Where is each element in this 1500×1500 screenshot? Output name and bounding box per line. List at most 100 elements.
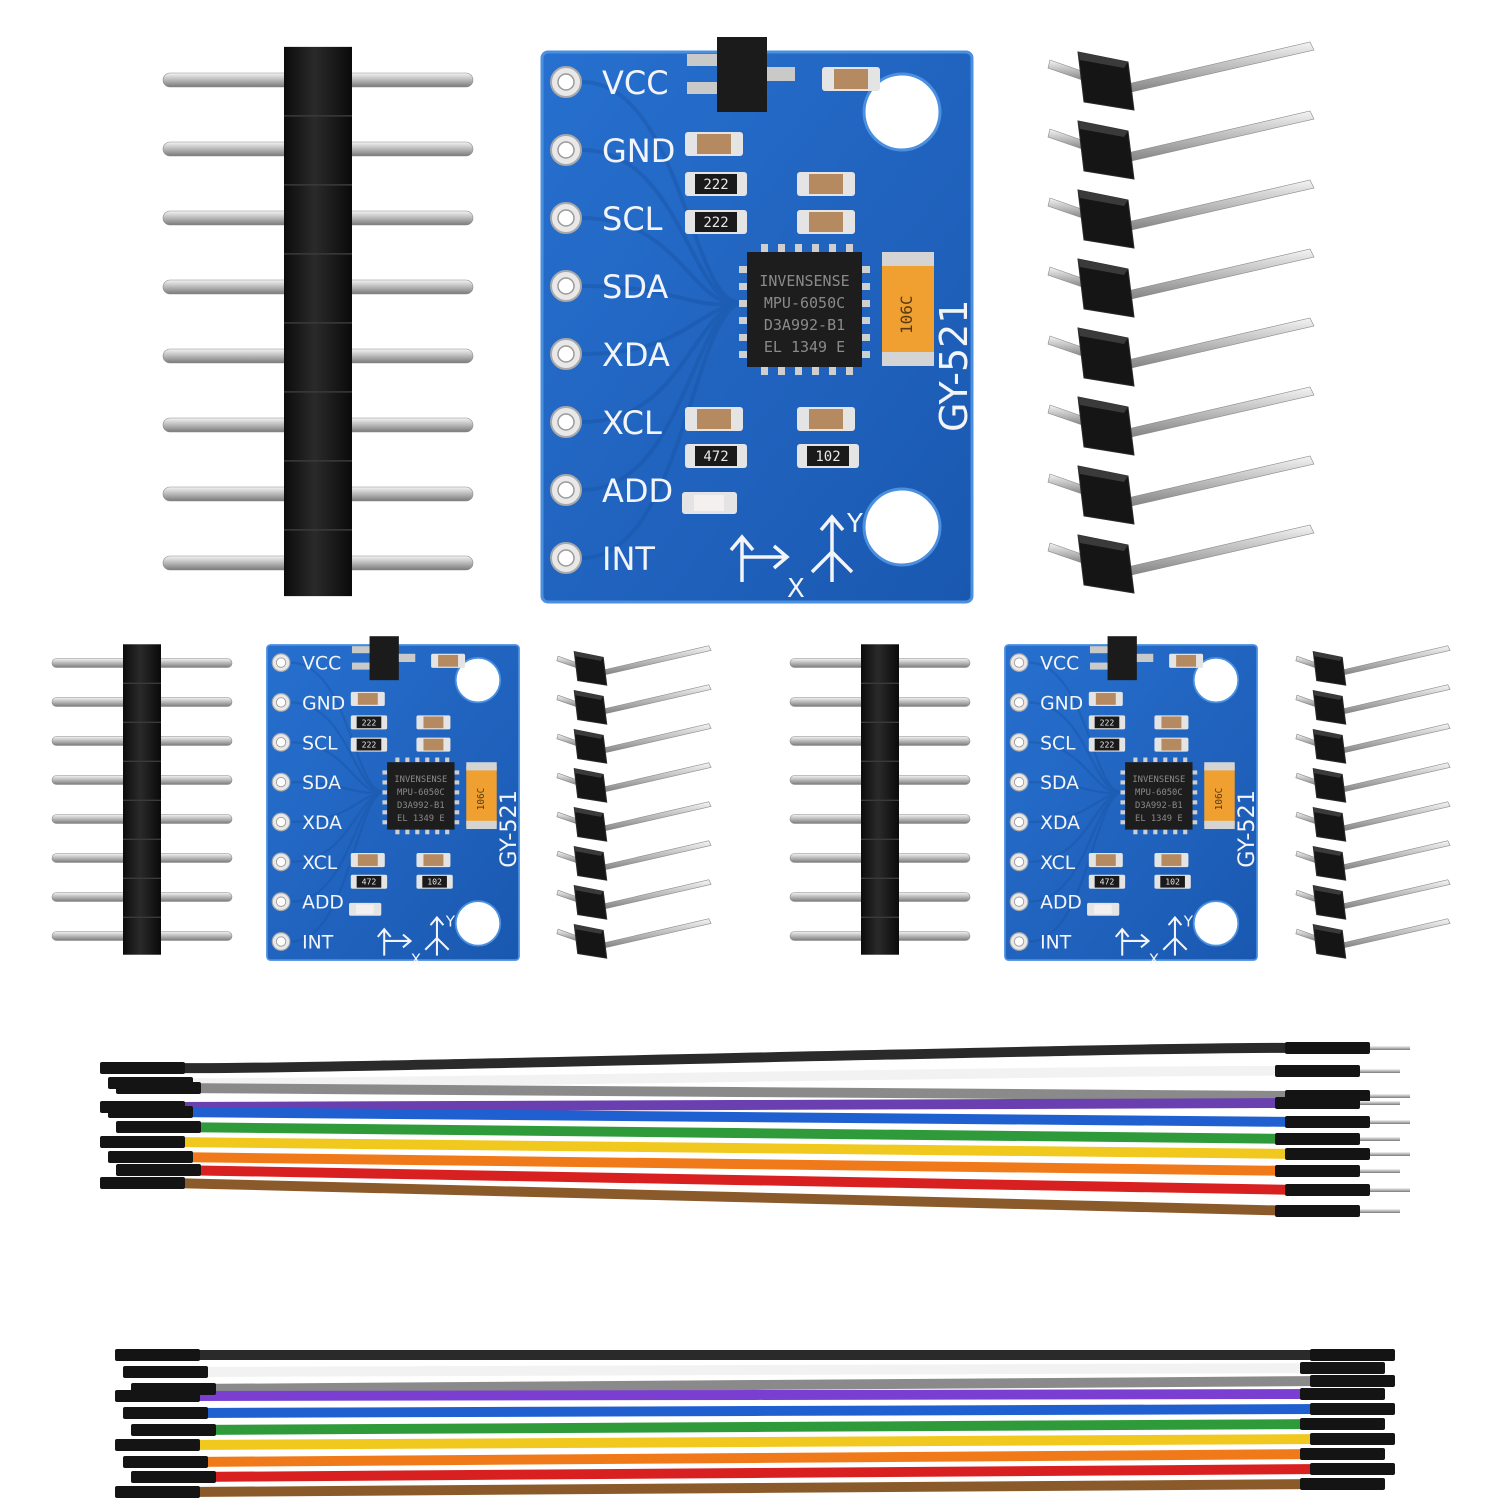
pin-label: XCL bbox=[602, 404, 662, 442]
header-pin-long bbox=[592, 684, 712, 717]
pin-label: XDA bbox=[602, 336, 670, 374]
ribbon-wire bbox=[180, 1433, 1330, 1451]
ribbon-wire bbox=[165, 1107, 1305, 1127]
tantalum-marking: 106C bbox=[1214, 788, 1225, 811]
jumper-wire-ribbon-male bbox=[100, 1041, 1410, 1218]
dupont-male-pin bbox=[1360, 1069, 1400, 1073]
dupont-housing bbox=[1310, 1402, 1395, 1416]
dupont-male-pin bbox=[1370, 1188, 1410, 1192]
resistor-code: 472 bbox=[703, 449, 728, 465]
dupont-housing bbox=[1300, 1447, 1385, 1461]
resistor-code: 222 bbox=[1100, 740, 1115, 750]
header-pin-long bbox=[1331, 645, 1451, 678]
header-plastic-body bbox=[861, 644, 899, 955]
header-pin-long bbox=[1109, 248, 1315, 304]
regulator bbox=[717, 37, 767, 112]
dupont-housing bbox=[115, 1348, 200, 1362]
dupont-housing bbox=[1275, 1064, 1360, 1078]
header-plastic-body bbox=[123, 644, 161, 955]
header-pin-long bbox=[592, 879, 712, 912]
dupont-male-pin bbox=[1370, 1152, 1410, 1156]
chip-marking: MPU-6050C bbox=[764, 294, 845, 312]
header-pin-long bbox=[592, 840, 712, 873]
header-pin-long bbox=[592, 723, 712, 756]
resistor-code: 222 bbox=[703, 177, 728, 193]
dupont-housing bbox=[108, 1150, 193, 1164]
model-label: GY-521 bbox=[932, 300, 976, 433]
axis-diagram bbox=[1114, 915, 1188, 956]
chip-marking: EL 1349 E bbox=[397, 814, 445, 824]
mpu6050-chip bbox=[747, 252, 862, 367]
dupont-housing bbox=[100, 1135, 185, 1149]
chip-marking: MPU-6050C bbox=[397, 788, 445, 798]
mounting-hole bbox=[862, 487, 942, 567]
header-pin-long bbox=[1331, 840, 1451, 873]
resistor-code: 102 bbox=[427, 877, 442, 887]
header-pin-long bbox=[592, 645, 712, 678]
chip-marking: EL 1349 E bbox=[764, 338, 845, 356]
ribbon-wire bbox=[165, 1065, 1305, 1089]
mounting-hole bbox=[454, 900, 502, 947]
pin-label: INT bbox=[1040, 933, 1072, 954]
dupont-housing bbox=[1310, 1432, 1395, 1446]
header-pin-long bbox=[592, 801, 712, 834]
dupont-male-pin bbox=[1360, 1101, 1400, 1105]
axis-y-label: Y bbox=[1183, 912, 1194, 930]
dupont-housing bbox=[1300, 1417, 1385, 1431]
chip-marking: MPU-6050C bbox=[1135, 788, 1183, 798]
header-pin-long bbox=[1109, 179, 1315, 235]
tantalum-marking: 106C bbox=[476, 788, 487, 811]
chip-marking: INVENSENSE bbox=[759, 272, 849, 290]
ribbon-wire bbox=[180, 1448, 1330, 1468]
dupont-housing bbox=[1310, 1374, 1395, 1388]
pin-label: SCL bbox=[1040, 733, 1076, 754]
ribbon-wire bbox=[180, 1463, 1330, 1483]
dupont-male-pin bbox=[1360, 1137, 1400, 1141]
chip-marking: INVENSENSE bbox=[394, 775, 447, 785]
dupont-housing bbox=[1275, 1164, 1360, 1178]
ribbon-wire bbox=[165, 1165, 1305, 1195]
pin-label: VCC bbox=[302, 654, 341, 675]
dupont-housing bbox=[1300, 1477, 1385, 1491]
pin-label: SDA bbox=[1040, 773, 1079, 794]
axis-x-label: X bbox=[1149, 950, 1159, 968]
dupont-housing bbox=[1285, 1115, 1370, 1129]
dupont-housing bbox=[115, 1389, 200, 1403]
mounting-hole bbox=[1192, 657, 1240, 704]
header-pin-long bbox=[1109, 386, 1315, 442]
resistor-code: 222 bbox=[362, 717, 377, 727]
model-label: GY-521 bbox=[496, 790, 522, 868]
dupont-housing bbox=[1285, 1147, 1370, 1161]
jumper-wire-ribbon-female bbox=[115, 1348, 1395, 1499]
header-pin-long bbox=[1109, 110, 1315, 166]
ribbon-wire bbox=[165, 1083, 1305, 1101]
header-pin-long bbox=[1109, 317, 1315, 373]
axis-y-label: Y bbox=[445, 912, 456, 930]
ribbon-wire bbox=[180, 1362, 1330, 1378]
header-plastic-body bbox=[284, 46, 352, 597]
dupont-housing bbox=[131, 1423, 216, 1437]
pin-label: SDA bbox=[302, 773, 341, 794]
dupont-housing bbox=[100, 1061, 185, 1075]
pin-label: GND bbox=[1040, 693, 1083, 714]
dupont-male-pin bbox=[1360, 1209, 1400, 1213]
ribbon-wire bbox=[180, 1388, 1330, 1402]
dupont-housing bbox=[1300, 1361, 1385, 1375]
pin-label: SDA bbox=[602, 268, 668, 306]
dupont-housing bbox=[131, 1470, 216, 1484]
mpu6050-chip bbox=[1125, 762, 1193, 830]
resistor-code: 222 bbox=[362, 740, 377, 750]
axis-x-label: X bbox=[411, 950, 421, 968]
dupont-housing bbox=[116, 1120, 201, 1134]
axis-x-label: X bbox=[787, 574, 805, 604]
chip-marking: EL 1349 E bbox=[1135, 814, 1183, 824]
tantalum-capacitor bbox=[466, 765, 497, 827]
tantalum-marking: 106C bbox=[897, 295, 916, 334]
dupont-housing bbox=[115, 1438, 200, 1452]
chip-marking: D3A992-B1 bbox=[764, 316, 845, 334]
pin-header-angled-small-right bbox=[1295, 645, 1451, 959]
mpu6050-chip bbox=[387, 762, 455, 830]
pin-label: GND bbox=[602, 132, 675, 170]
